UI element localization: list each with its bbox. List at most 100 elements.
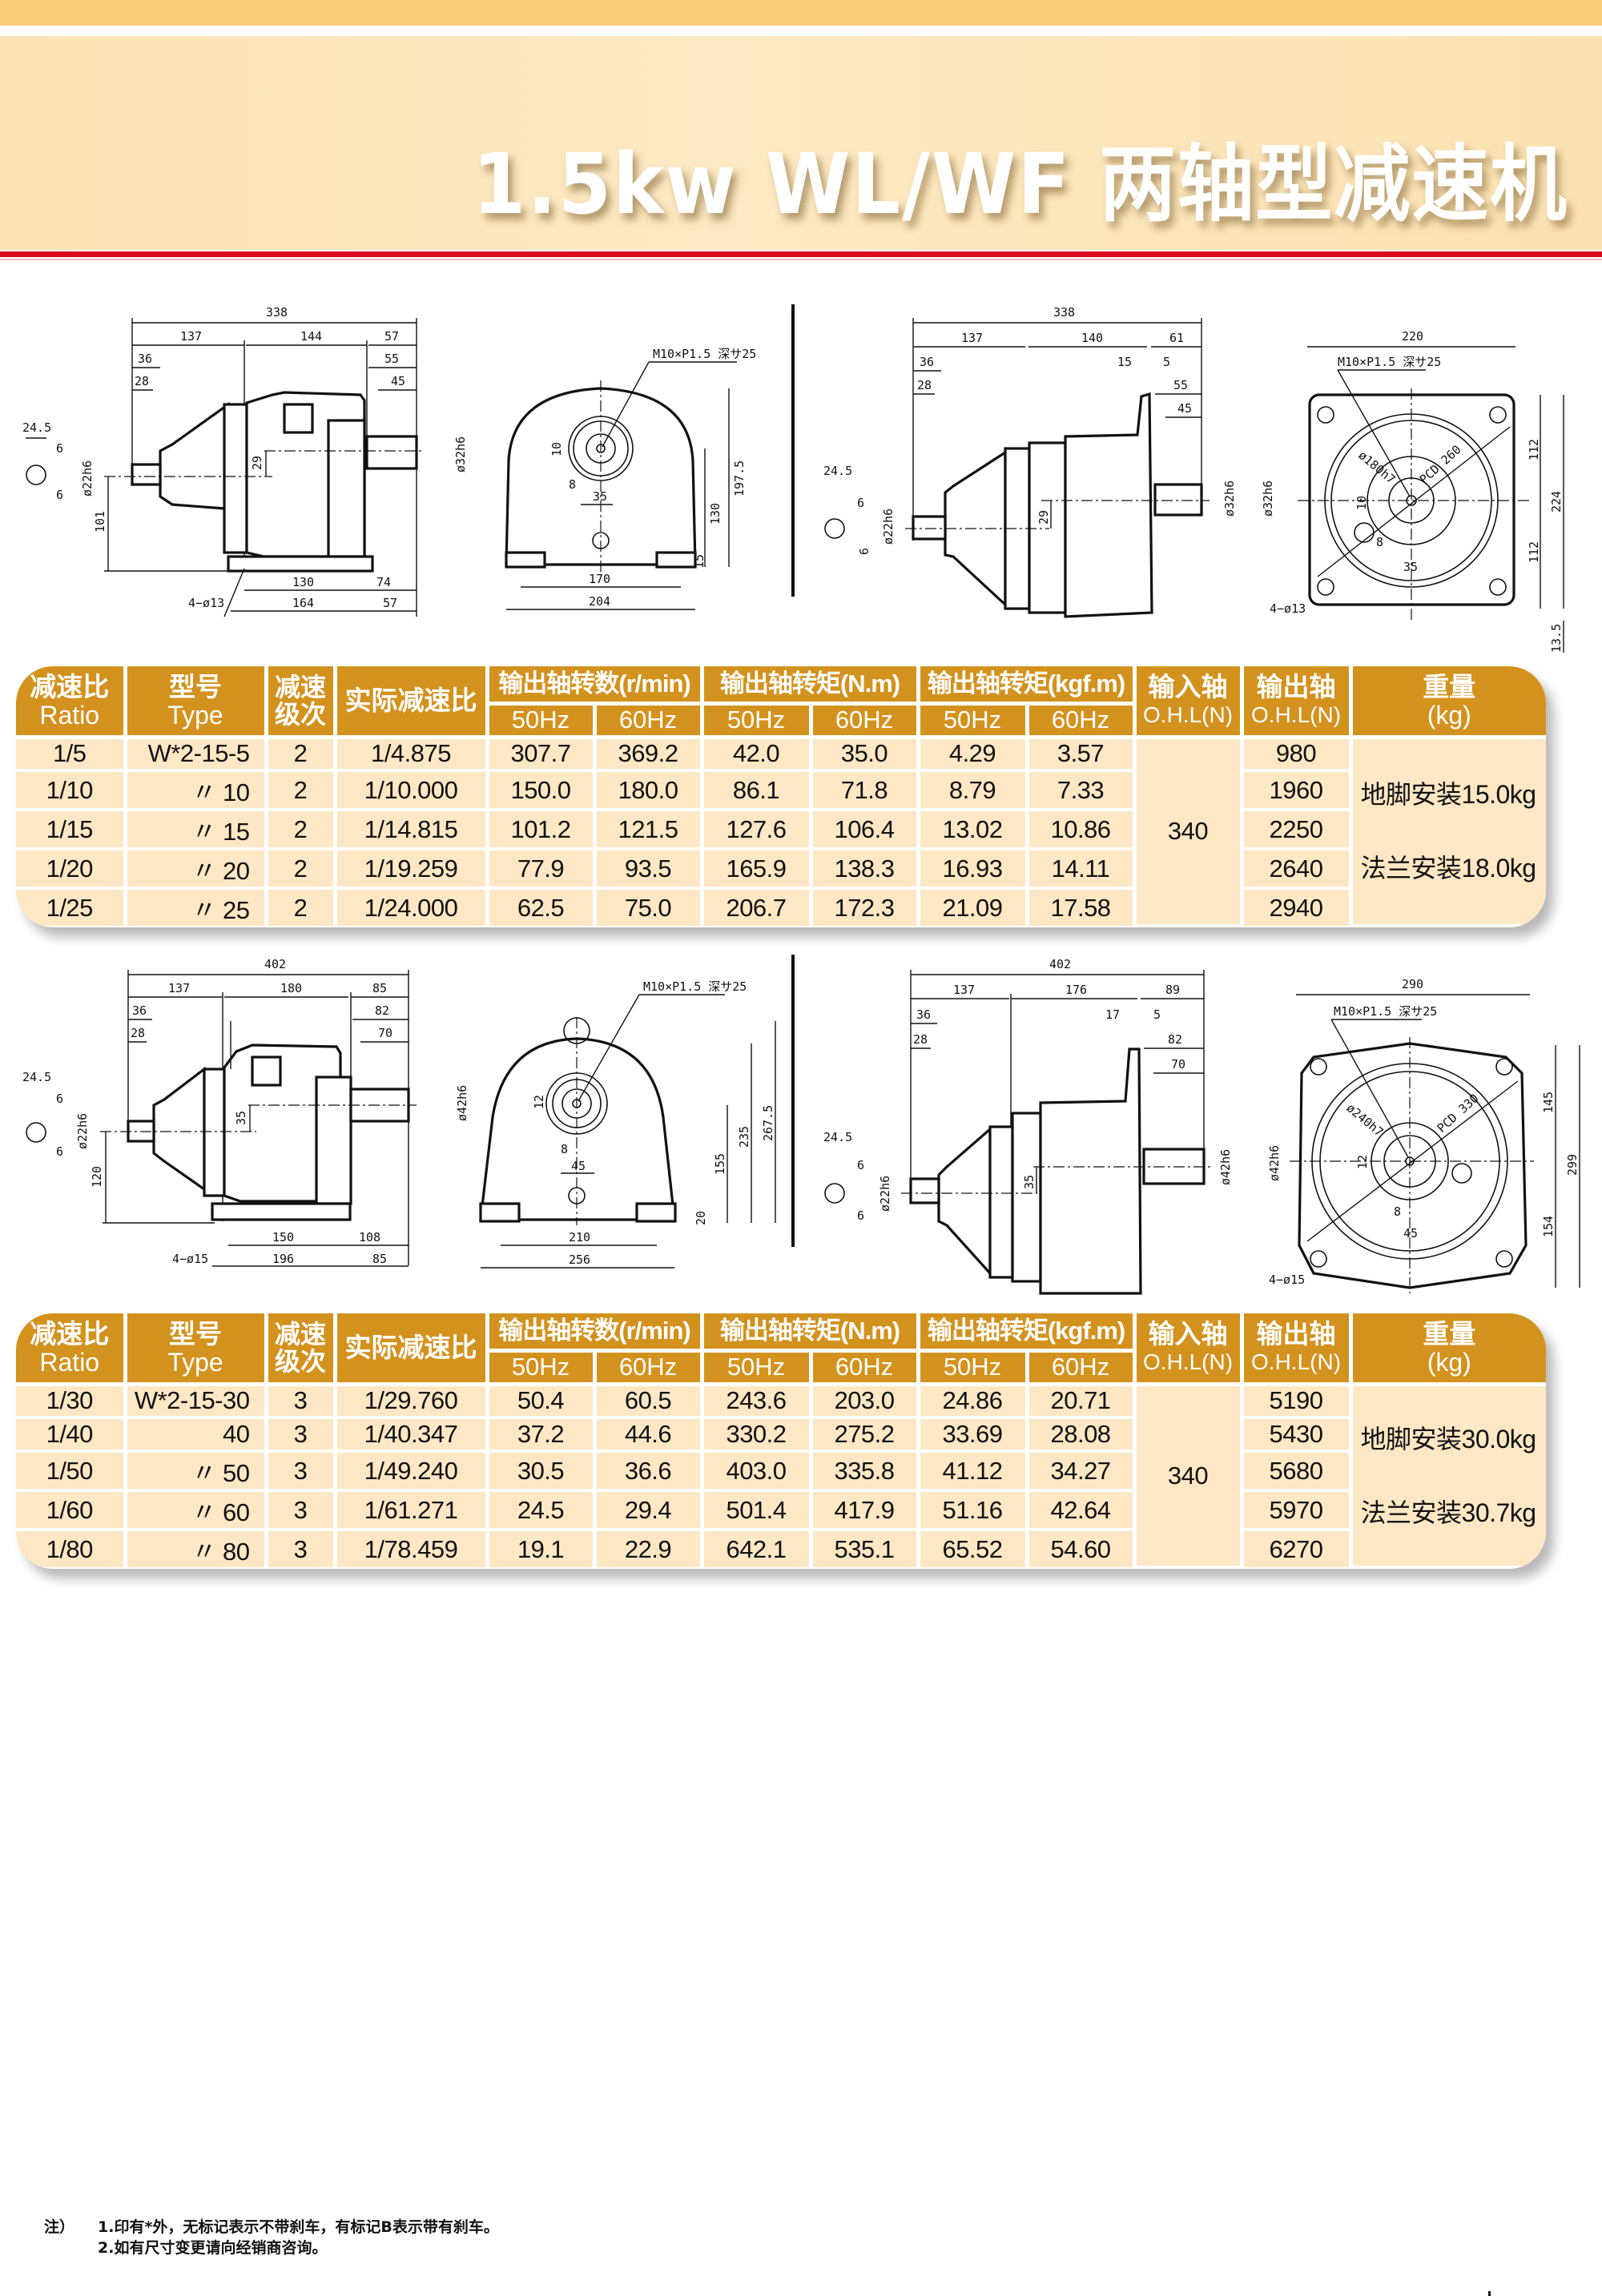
header-input-ohl-en: O.H.L(N)	[1143, 702, 1234, 727]
cell-kgf60: 7.33	[1024, 769, 1137, 811]
table-row: 1/40 40 3 1/40.347 37.2 44.6 330.2 275.2…	[16, 1416, 1546, 1453]
dim-key-8: 8	[1394, 1204, 1401, 1219]
cell-out-ohl: 6270	[1239, 1528, 1351, 1567]
header-speed: 输出轴转数(r/min)	[485, 1313, 704, 1353]
cell-rpm50: 307.7	[485, 735, 597, 772]
flange-side-view-svg-1: 338 137 140 61 15 5 36 28 55 45 24.5 6 6…	[823, 305, 1237, 618]
cell-nm60: 417.9	[808, 1489, 920, 1531]
cell-weight: 地脚安装30.0kg 法兰安装30.7kg	[1348, 1382, 1546, 1569]
cell-kgf60: 14.11	[1024, 847, 1137, 890]
dim-h-15: 15	[692, 554, 706, 569]
dim-w-170: 170	[589, 572, 610, 586]
dim-h-224: 224	[1549, 491, 1564, 513]
dim-width: 220	[1402, 329, 1423, 344]
dim-out-a: 82	[375, 1003, 389, 1018]
foot-front-view-svg-1: M10×P1.5 深サ25 ø32h6 10 8 35 130 197.5 15…	[453, 347, 756, 610]
dim-overall: 402	[1049, 957, 1071, 971]
header-divider	[0, 251, 1602, 257]
dim-h-267: 267.5	[761, 1105, 775, 1141]
header-output-ohl-cn: 输出轴	[1256, 1318, 1336, 1349]
dim-foot-74: 74	[376, 575, 391, 589]
header-actual-ratio: 实际减速比	[332, 666, 489, 739]
dim-key-6a: 6	[56, 441, 63, 456]
dim-out-dia: ø32h6	[453, 436, 468, 472]
dim-foot-85: 85	[372, 1252, 387, 1266]
cell-kgf50: 33.69	[916, 1416, 1029, 1453]
dim-seg-left: 137	[953, 983, 975, 997]
foot-side-view-svg-2: 402 137 180 85 36 28 82 70 24.5 6 6 ø22h…	[22, 957, 417, 1267]
dim-out-dia: ø42h6	[1267, 1145, 1282, 1181]
cell-rpm50: 24.5	[485, 1489, 597, 1531]
header-torque-kgf: 输出轴转矩(kgf.m)	[916, 1313, 1137, 1353]
cell-nm50: 127.6	[699, 808, 813, 850]
header-ratio-en: Ratio	[39, 700, 100, 730]
notes-label: 注）	[44, 2218, 75, 2236]
cell-actual: 1/24.000	[332, 887, 489, 926]
header-weight-en: (kg)	[1427, 700, 1471, 730]
cell-kgf60: 17.58	[1024, 887, 1137, 926]
cell-rpm50: 150.0	[485, 769, 597, 811]
cell-nm60: 138.3	[808, 847, 920, 890]
cell-rpm50: 62.5	[485, 887, 597, 926]
header-weight: 重量(kg)	[1348, 1313, 1546, 1386]
cell-type: 〃 80	[123, 1528, 268, 1567]
dim-key-8: 8	[1376, 535, 1383, 549]
cell-rpm60: 22.9	[592, 1528, 704, 1567]
header-ratio-cn: 减速比	[30, 1318, 110, 1349]
cell-kgf60: 54.60	[1024, 1528, 1137, 1567]
dim-in-b: 28	[131, 1026, 145, 1040]
table-row: 1/10 〃 10 2 1/10.000 150.0 180.0 86.1 71…	[16, 769, 1546, 811]
weight-foot: 地脚安装15.0kg	[1360, 780, 1537, 810]
dim-in-dia: ø22h6	[881, 509, 896, 545]
cell-kgf50: 8.79	[916, 769, 1029, 811]
cell-stage: 2	[264, 847, 337, 890]
header-kgf-60hz: 60Hz	[1024, 701, 1135, 739]
dim-foot-108: 108	[359, 1230, 380, 1245]
dim-seg-right: 85	[372, 981, 387, 995]
dim-in-a: 36	[920, 355, 934, 369]
header-nm-50hz: 50Hz	[699, 1348, 813, 1386]
dim-offset: 35	[1022, 1175, 1036, 1189]
cell-nm60: 35.0	[808, 735, 920, 772]
cell-stage: 3	[264, 1489, 337, 1531]
foot-side-view-svg-1: 338 137 144 57 36 28 55 45 24.5 6 6 ø22h…	[22, 305, 425, 617]
cell-kgf60: 10.86	[1024, 808, 1137, 850]
header-type-en: Type	[167, 1347, 223, 1377]
cell-weight: 地脚安装15.0kg 法兰安装18.0kg	[1348, 735, 1546, 927]
dim-h-235: 235	[737, 1126, 751, 1148]
dim-key-45: 45	[571, 1159, 586, 1173]
cell-input-ohl: 340	[1132, 735, 1244, 927]
dim-key-6a: 6	[56, 1092, 63, 1106]
dim-flange-17: 17	[1105, 1007, 1120, 1022]
dim-in-dia: ø22h6	[80, 460, 95, 497]
cell-ratio: 1/5	[16, 735, 127, 772]
cell-stage: 3	[264, 1528, 337, 1567]
cell-type: 〃 25	[123, 887, 268, 926]
cell-type: 〃 15	[123, 808, 268, 850]
dim-h-13: 13.5	[1549, 624, 1564, 653]
dim-key-45: 45	[1403, 1226, 1418, 1240]
cell-out-ohl: 980	[1239, 735, 1353, 772]
dim-seg-mid: 140	[1081, 331, 1103, 345]
flange-front-view-svg-2: 290 M10×P1.5 深サ25 ø240h7 PCD 330 12 8 45…	[1267, 977, 1580, 1293]
dim-overall: 402	[264, 957, 286, 971]
drawing-foot-side-view-1: 338 137 144 57 36 28 55 45 24.5 6 6 ø22h…	[8, 300, 449, 621]
dim-w-204: 204	[589, 594, 610, 609]
page-corner-mark	[1488, 2291, 1491, 2296]
cell-out-ohl: 5970	[1239, 1489, 1351, 1531]
dim-w-210: 210	[569, 1230, 590, 1245]
cell-nm60: 172.3	[808, 887, 920, 926]
dim-in-a: 36	[132, 1003, 147, 1018]
dim-in-a: 36	[138, 352, 152, 366]
cell-kgf50: 24.86	[916, 1382, 1029, 1419]
dim-in-b: 28	[913, 1032, 928, 1047]
cell-nm50: 42.0	[699, 735, 813, 772]
cell-rpm60: 36.6	[592, 1450, 704, 1492]
dim-key-6a: 6	[857, 496, 864, 510]
cell-actual: 1/10.000	[332, 769, 489, 811]
